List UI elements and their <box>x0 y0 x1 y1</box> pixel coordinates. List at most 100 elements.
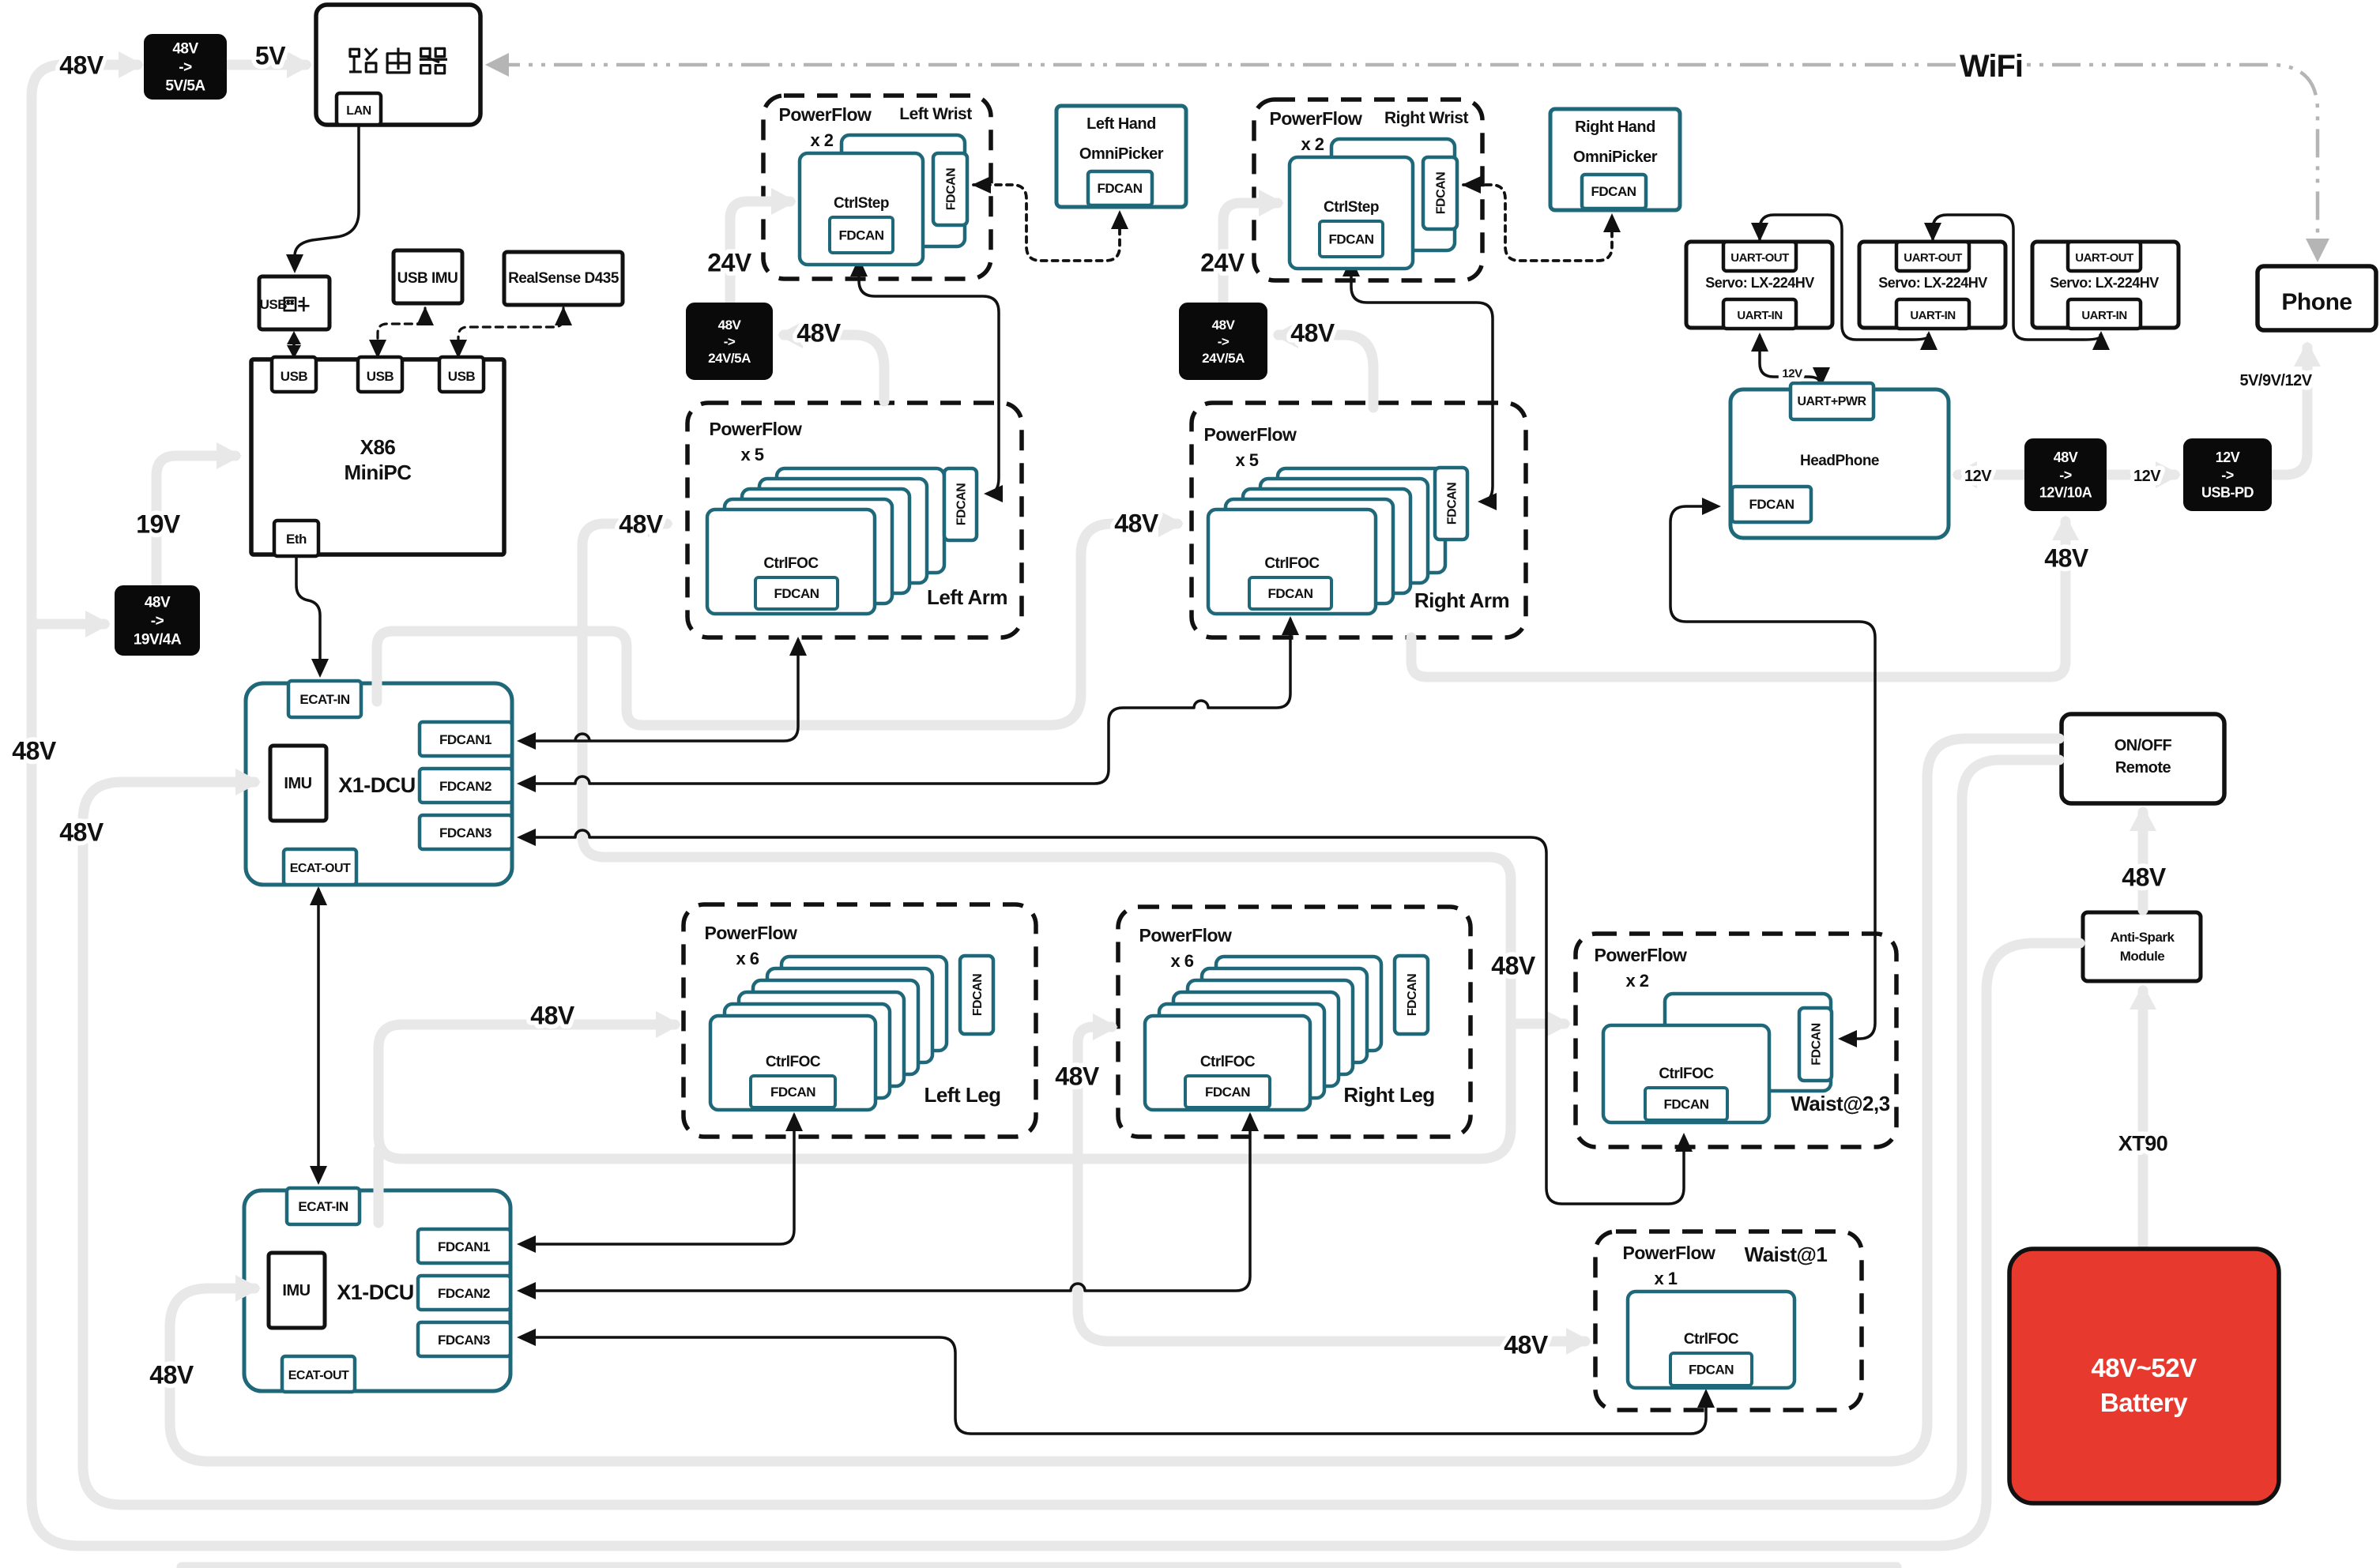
svg-text:Remote: Remote <box>2115 759 2171 776</box>
svg-text:Module: Module <box>2120 949 2165 964</box>
svg-text:48V: 48V <box>1055 1062 1100 1091</box>
svg-text:PowerFlow: PowerFlow <box>1623 1243 1716 1263</box>
svg-text:FDCAN: FDCAN <box>945 168 958 211</box>
svg-text:CtrlFOC: CtrlFOC <box>763 555 819 572</box>
svg-text:FDCAN2: FDCAN2 <box>439 779 491 794</box>
svg-text:48V: 48V <box>718 318 742 333</box>
svg-text:12V: 12V <box>1964 468 1992 485</box>
svg-text:LAN: LAN <box>346 104 371 118</box>
svg-text:Servo: LX-224HV: Servo: LX-224HV <box>1705 275 1814 291</box>
svg-text:48V: 48V <box>12 737 57 765</box>
svg-text:USB: USB <box>367 369 394 384</box>
svg-text:x 1: x 1 <box>1654 1269 1677 1288</box>
svg-text:12V: 12V <box>2216 449 2240 465</box>
svg-text:IMU: IMU <box>284 775 311 792</box>
svg-text:48V: 48V <box>796 319 842 348</box>
svg-text:MiniPC: MiniPC <box>344 461 412 484</box>
svg-text:FDCAN: FDCAN <box>1098 181 1143 196</box>
svg-text:UART-IN: UART-IN <box>1910 309 1955 322</box>
svg-text:FDCAN1: FDCAN1 <box>438 1239 490 1254</box>
svg-text:USB-PD: USB-PD <box>2201 485 2254 501</box>
svg-text:48V: 48V <box>59 51 104 80</box>
svg-text:FDCAN: FDCAN <box>1446 483 1459 525</box>
svg-text:FDCAN: FDCAN <box>1329 232 1374 247</box>
svg-text:FDCAN: FDCAN <box>1689 1363 1734 1378</box>
svg-text:RealSense D435: RealSense D435 <box>508 270 619 287</box>
svg-text:Right Leg: Right Leg <box>1343 1083 1434 1107</box>
svg-text:PowerFlow: PowerFlow <box>710 419 803 439</box>
svg-text:FDCAN: FDCAN <box>1406 974 1419 1017</box>
svg-text:24V: 24V <box>707 249 752 277</box>
svg-text:x 5: x 5 <box>1235 450 1258 470</box>
svg-text:Battery: Battery <box>2100 1388 2188 1417</box>
svg-text:24V/5A: 24V/5A <box>1202 351 1245 366</box>
svg-text:USB: USB <box>281 369 308 384</box>
svg-text:48V~52V: 48V~52V <box>2091 1353 2197 1382</box>
svg-text:48V: 48V <box>2122 863 2167 892</box>
svg-text:x 6: x 6 <box>1170 951 1193 971</box>
svg-text:48V: 48V <box>59 818 104 847</box>
svg-text:UART-OUT: UART-OUT <box>1904 251 1962 265</box>
svg-text:48V: 48V <box>619 510 664 539</box>
svg-text:FDCAN3: FDCAN3 <box>438 1333 490 1348</box>
svg-text:48V: 48V <box>530 1002 575 1030</box>
svg-text:->: -> <box>724 334 736 349</box>
svg-text:CtrlFOC: CtrlFOC <box>1659 1066 1714 1082</box>
svg-text:->: -> <box>179 59 192 76</box>
svg-text:Right Wrist: Right Wrist <box>1384 109 1469 127</box>
svg-text:12V: 12V <box>1782 367 1802 380</box>
svg-text:HeadPhone: HeadPhone <box>1800 453 1879 469</box>
svg-text:x 6: x 6 <box>736 949 759 968</box>
svg-text:FDCAN2: FDCAN2 <box>438 1286 490 1301</box>
svg-text:X1-DCU: X1-DCU <box>338 773 416 797</box>
svg-text:UART+PWR: UART+PWR <box>1797 395 1866 408</box>
svg-text:48V: 48V <box>172 41 198 58</box>
svg-text:OmniPicker: OmniPicker <box>1573 149 1658 166</box>
svg-text:->: -> <box>2221 467 2234 483</box>
svg-text:XT90: XT90 <box>2118 1132 2168 1156</box>
svg-text:Eth: Eth <box>286 532 307 547</box>
svg-text:->: -> <box>2059 467 2072 483</box>
svg-text:PowerFlow: PowerFlow <box>1270 108 1363 129</box>
svg-text:48V: 48V <box>1504 1331 1549 1359</box>
svg-text:5V/9V/12V: 5V/9V/12V <box>2239 372 2312 389</box>
svg-text:X86: X86 <box>360 435 396 459</box>
svg-text:PowerFlow: PowerFlow <box>1204 424 1297 445</box>
svg-text:USB: USB <box>448 369 476 384</box>
svg-text:48V: 48V <box>149 1361 194 1389</box>
svg-text:CtrlStep: CtrlStep <box>1324 199 1379 216</box>
svg-text:FDCAN: FDCAN <box>774 586 819 601</box>
svg-text:IMU: IMU <box>282 1282 310 1299</box>
svg-text:ECAT-IN: ECAT-IN <box>299 692 349 707</box>
svg-text:PowerFlow: PowerFlow <box>705 923 798 943</box>
svg-text:Left Arm: Left Arm <box>927 585 1007 609</box>
svg-text:5V: 5V <box>255 42 286 70</box>
svg-text:Waist@2,3: Waist@2,3 <box>1791 1092 1889 1115</box>
svg-text:CtrlFOC: CtrlFOC <box>766 1054 821 1070</box>
svg-text:FDCAN: FDCAN <box>955 483 969 526</box>
svg-text:Servo: LX-224HV: Servo: LX-224HV <box>1878 275 1987 291</box>
svg-text:Servo: LX-224HV: Servo: LX-224HV <box>2050 275 2159 291</box>
svg-text:Phone: Phone <box>2281 289 2352 315</box>
svg-text:48V: 48V <box>2044 544 2089 573</box>
svg-text:x 2: x 2 <box>1625 971 1648 991</box>
svg-text:ECAT-OUT: ECAT-OUT <box>290 862 351 875</box>
svg-text:->: -> <box>1218 334 1230 349</box>
svg-text:UART-IN: UART-IN <box>1737 309 1782 322</box>
svg-text:UART-OUT: UART-OUT <box>2075 251 2133 265</box>
svg-text:PowerFlow: PowerFlow <box>1595 945 1688 965</box>
svg-text:12V: 12V <box>2133 468 2161 485</box>
svg-text:Left Wrist: Left Wrist <box>899 105 972 123</box>
svg-text:CtrlStep: CtrlStep <box>834 195 889 212</box>
svg-text:FDCAN3: FDCAN3 <box>439 825 491 840</box>
svg-text:X1-DCU: X1-DCU <box>337 1280 414 1304</box>
svg-text:WiFi: WiFi <box>1960 49 2023 84</box>
svg-text:USB IMU: USB IMU <box>397 270 458 287</box>
svg-text:FDCAN: FDCAN <box>1664 1097 1709 1112</box>
svg-text:FDCAN1: FDCAN1 <box>439 732 491 747</box>
svg-text:FDCAN: FDCAN <box>1591 184 1636 199</box>
svg-text:24V: 24V <box>1200 249 1245 277</box>
svg-text:5V/5A: 5V/5A <box>165 78 205 95</box>
svg-text:Left Leg: Left Leg <box>924 1083 1000 1107</box>
svg-text:FDCAN: FDCAN <box>1810 1023 1824 1066</box>
